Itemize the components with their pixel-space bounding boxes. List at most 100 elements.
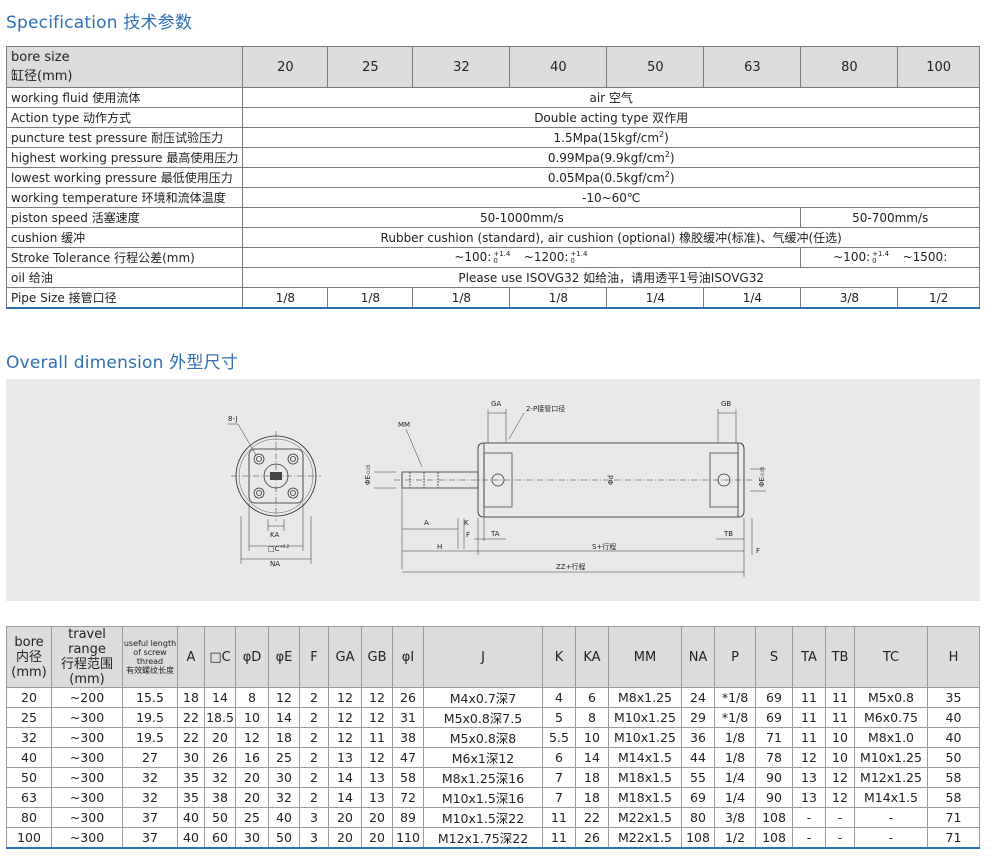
table-cell: M8x1.25	[608, 687, 682, 708]
overall-title: Overall dimension 外型尺寸	[6, 353, 239, 373]
label-s: S+行程	[592, 542, 616, 551]
table-cell: 22	[177, 727, 205, 748]
spec-row: highest working pressure 最高使用压力 0.99Mpa(…	[5, 147, 980, 168]
table-cell: ~300	[51, 767, 123, 788]
row-value: -10~60℃	[242, 187, 980, 208]
dimension-table: bore 内径 (mm) travel range 行程范围 (mm) usef…	[6, 626, 980, 849]
table-cell: 16	[235, 747, 269, 768]
row-value: Rubber cushion (standard), air cushion (…	[242, 227, 980, 248]
table-cell: 69	[755, 707, 793, 728]
value-sup: 2	[664, 150, 670, 159]
col-useful: useful length of screw thread 有效螺纹长度	[122, 626, 178, 688]
table-cell: 7	[542, 767, 576, 788]
col-header: A	[177, 626, 205, 688]
label-phie: ΦE-0.05	[364, 464, 372, 485]
table-cell: 10	[575, 727, 609, 748]
table-cell: M6x0.75	[854, 707, 928, 728]
table-cell: *1/8	[714, 687, 756, 708]
table-cell: M8x1.0	[854, 727, 928, 748]
table-cell: 2	[299, 787, 329, 808]
table-cell: M5x0.8深8	[423, 727, 543, 748]
table-cell: 12	[792, 747, 826, 768]
row-label: Stroke Tolerance 行程公差(mm)	[5, 247, 244, 268]
table-cell: 20	[204, 727, 236, 748]
table-cell: 15.5	[122, 687, 178, 708]
table-cell: 24	[681, 687, 715, 708]
table-cell: 37	[122, 827, 178, 849]
table-cell: 37	[122, 807, 178, 828]
table-cell: M10x1.5深16	[423, 787, 543, 808]
col-header: TA	[792, 626, 826, 688]
table-cell: 14	[204, 687, 236, 708]
table-cell: 13	[361, 787, 393, 808]
table-cell: 18	[575, 787, 609, 808]
table-cell: 32	[268, 787, 300, 808]
table-cell: -	[854, 827, 928, 849]
table-cell: 14	[328, 787, 362, 808]
col-header: GA	[328, 626, 362, 688]
label-na: NA	[270, 560, 280, 568]
spec-row: lowest working pressure 最低使用压力 0.05Mpa(0…	[5, 167, 980, 188]
table-cell: -	[792, 827, 826, 849]
table-cell: -	[792, 807, 826, 828]
table-cell: 3	[299, 827, 329, 849]
spec-row: oil 给油 Please use ISOVG32 如给油，请用透平1号油ISO…	[5, 267, 980, 288]
dim-header-row: bore 内径 (mm) travel range 行程范围 (mm) usef…	[6, 626, 980, 688]
table-cell: 4	[542, 687, 576, 708]
table-cell: ~300	[51, 807, 123, 828]
table-cell: M10x1.25	[608, 707, 682, 728]
table-cell: M22x1.5	[608, 807, 682, 828]
table-cell: 1/8	[714, 747, 756, 768]
pipe-size: 3/8	[800, 287, 899, 309]
table-cell: 12	[328, 727, 362, 748]
row-value: 0.05Mpa(0.5kgf/cm2)	[242, 167, 980, 188]
col-header: φI	[392, 626, 424, 688]
tol-upper: +1.4	[570, 249, 588, 258]
bore-col: 80	[800, 46, 899, 88]
table-cell: 2	[299, 687, 329, 708]
table-cell: M10x1.5深22	[423, 807, 543, 828]
label-phie2-sub: -0.05	[760, 466, 765, 477]
table-cell: *1/8	[714, 707, 756, 728]
table-cell: 11	[792, 727, 826, 748]
table-cell: 11	[792, 687, 826, 708]
table-cell: 20	[361, 827, 393, 849]
table-cell: 19.5	[122, 727, 178, 748]
bore-unit: (mm)	[11, 664, 47, 680]
table-cell: 32	[122, 767, 178, 788]
table-cell: 47	[392, 747, 424, 768]
useful-3: 有效螺纹长度	[126, 666, 174, 675]
table-cell: -	[854, 807, 928, 828]
table-cell: 50	[927, 747, 980, 768]
table-cell: 25	[6, 707, 52, 728]
col-header: F	[299, 626, 329, 688]
bore-size-cn: 缸径(mm)	[11, 69, 73, 84]
table-cell: 58	[392, 767, 424, 788]
table-cell: 18.5	[204, 707, 236, 728]
table-cell: M14x1.5	[854, 787, 928, 808]
table-cell: 50	[268, 827, 300, 849]
drawing-labels: 8-J KA □C+0.2 NA MM GA 2-P接管口径 GB A K F …	[228, 400, 766, 571]
label-ka: KA	[270, 531, 279, 539]
table-cell: 1/2	[714, 827, 756, 849]
table-cell: 12	[235, 727, 269, 748]
table-cell: 40	[927, 707, 980, 728]
table-cell: 78	[755, 747, 793, 768]
table-cell: 14	[268, 707, 300, 728]
value-close: )	[669, 151, 675, 165]
table-cell: 20	[328, 827, 362, 849]
table-cell: 12	[328, 687, 362, 708]
table-cell: 38	[204, 787, 236, 808]
tol-upper: +1.4	[493, 249, 511, 258]
table-cell: M4x0.7深7	[423, 687, 543, 708]
label-c: □C+0.2	[268, 544, 290, 553]
table-cell: 6	[575, 687, 609, 708]
row-value: 0.99Mpa(9.9kgf/cm2)	[242, 147, 980, 168]
col-header: TC	[854, 626, 928, 688]
table-cell: 10	[825, 747, 855, 768]
table-cell: 2	[299, 707, 329, 728]
